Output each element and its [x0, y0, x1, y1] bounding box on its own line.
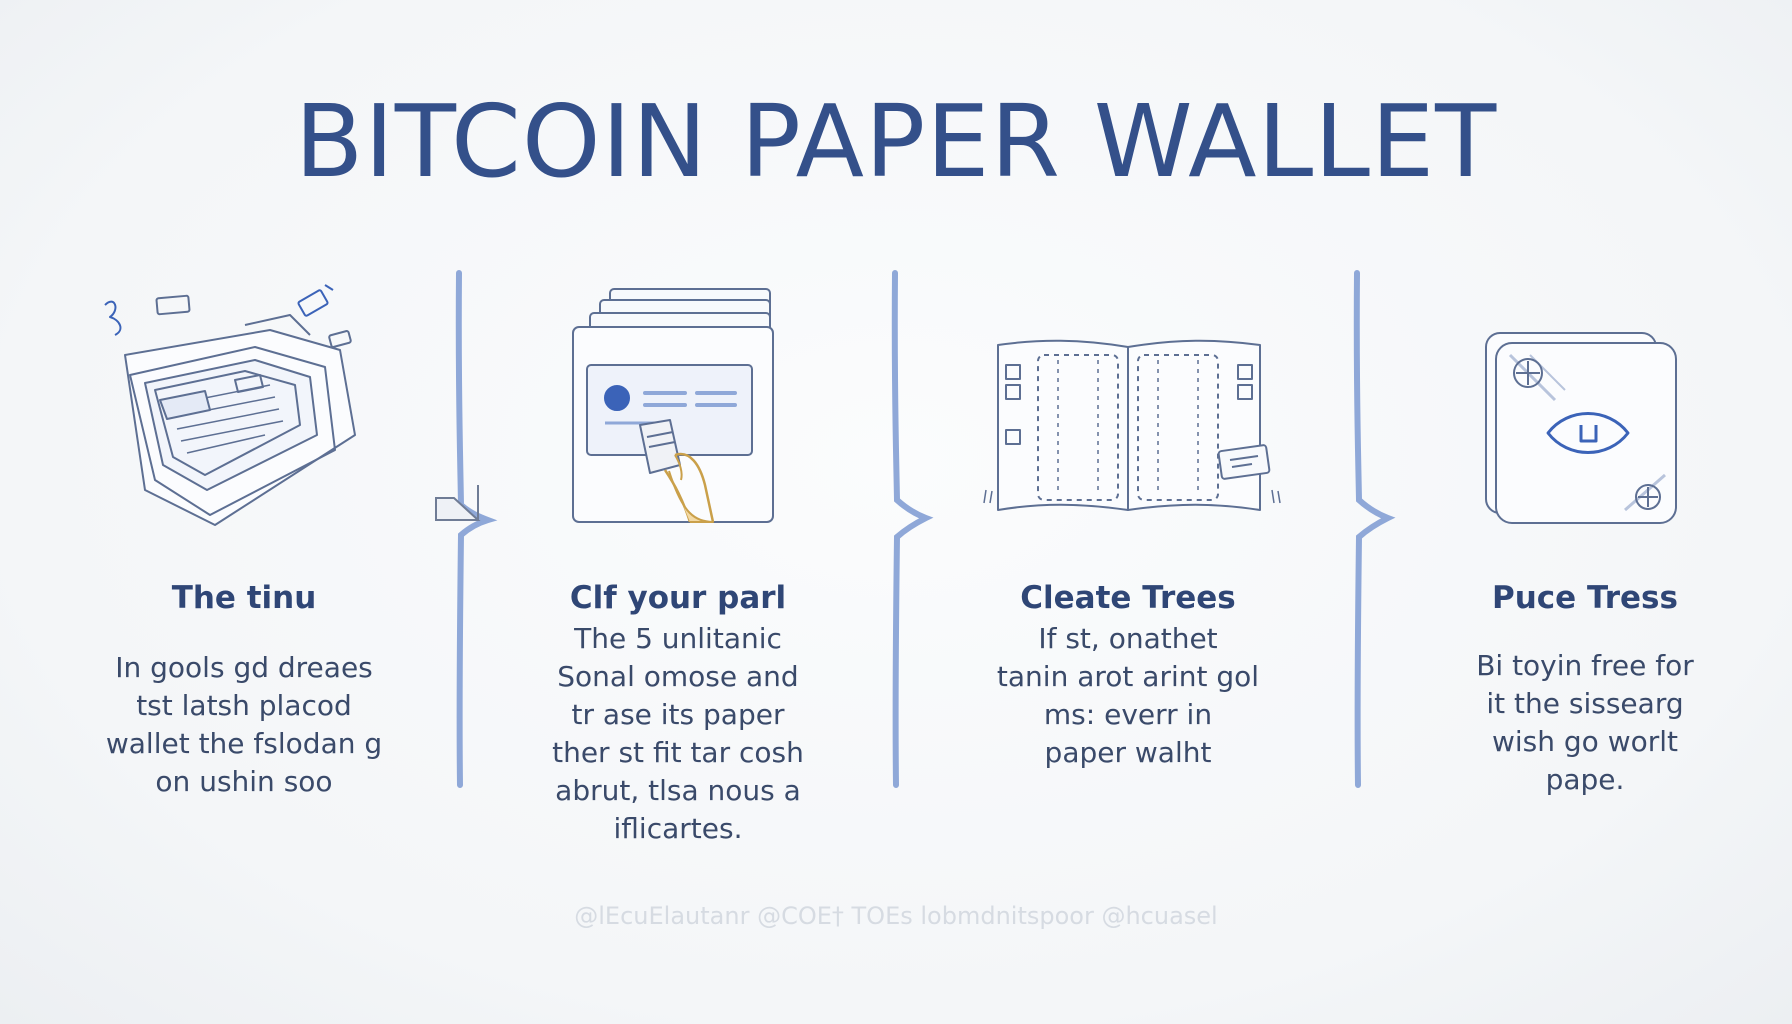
eye-card-icon — [1485, 332, 1677, 524]
footer-watermark: @lEcuElautanr @COE† TOEs lobmdnitspoor @… — [574, 902, 1218, 930]
step-1-line: In gools gd dreaes — [115, 651, 373, 684]
screen-hand-icon — [572, 288, 774, 523]
step-2-line: abrut, tlsa nous a — [555, 774, 801, 807]
open-wallet-icon — [983, 339, 1281, 511]
step-2-line: ther st fit tar cosh — [552, 736, 804, 769]
step-1-line: on ushin soo — [155, 765, 333, 798]
step-3-line: If st, onathet — [1038, 622, 1218, 655]
step-2-title: Clf your parl — [569, 580, 787, 616]
step-1-line: tst latsh placod — [136, 689, 352, 722]
step-1-description: In gools gd dreaes tst latsh placod wall… — [64, 649, 424, 801]
divider-2 — [891, 270, 934, 788]
step-4-line: wish go worlt — [1491, 725, 1679, 758]
step-2-line: The 5 unlitanic — [574, 622, 782, 655]
step-4-line: Bi toyin free for — [1476, 649, 1694, 682]
arrow-tab-icon — [435, 485, 481, 521]
step-4-line: pape. — [1545, 763, 1625, 796]
divider-3 — [1353, 270, 1396, 788]
step-3-title: Cleate Trees — [1020, 580, 1236, 616]
divider-1 — [455, 270, 498, 788]
step-3-description: If st, onathet tanin arot arint gol ms: … — [948, 620, 1308, 772]
step-3-line: ms: everr in — [1043, 698, 1213, 731]
step-1-title: The tinu — [171, 580, 317, 616]
step-3-line: tanin arot arint gol — [996, 660, 1260, 693]
paper-stack-icon — [104, 284, 356, 526]
step-2-description: The 5 unlitanic Sonal omose and tr ase i… — [498, 620, 858, 848]
step-2-line: iflicartes. — [613, 812, 743, 845]
step-4-title: Puce Tress — [1492, 580, 1678, 616]
step-4-line: it the sissearg — [1486, 687, 1684, 720]
step-2-line: Sonal omose and — [557, 660, 799, 693]
page-title: BITCOIN PAPER WALLET — [294, 83, 1498, 200]
step-3-line: paper walht — [1044, 736, 1212, 769]
step-4-description: Bi toyin free for it the sissearg wish g… — [1405, 647, 1765, 799]
step-1-line: wallet the fslodan g — [105, 727, 383, 760]
step-2-line: tr ase its paper — [571, 698, 785, 731]
